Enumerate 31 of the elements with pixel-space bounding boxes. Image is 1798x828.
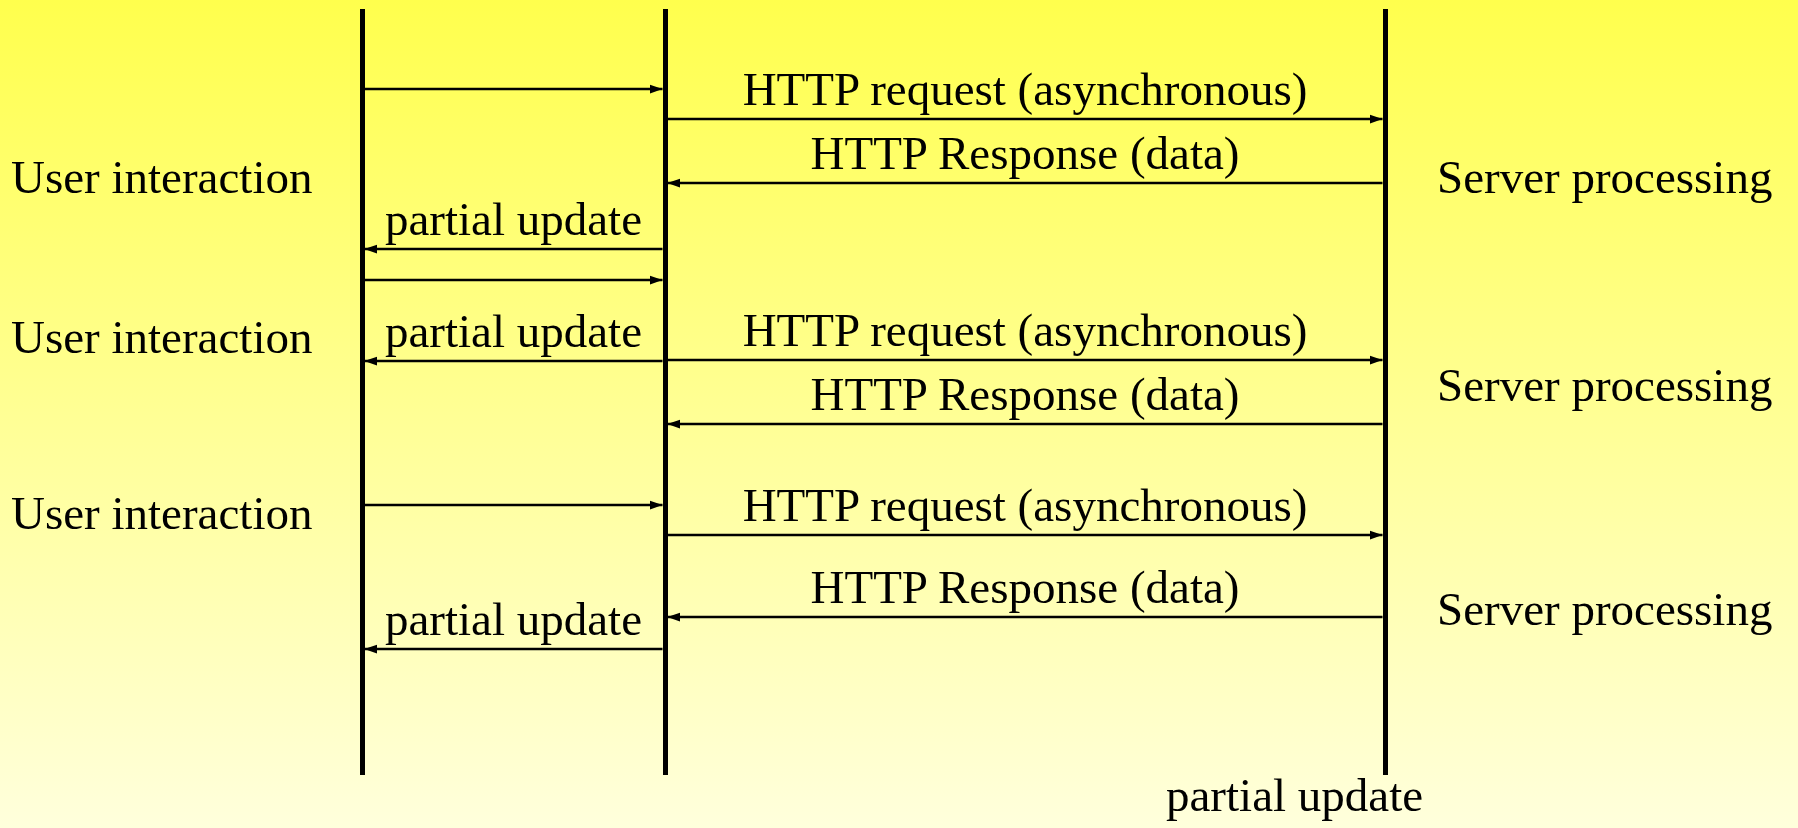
text-label: User interaction (11, 152, 313, 204)
lifeline-bar (359, 9, 365, 775)
text-label: partial update (1166, 770, 1424, 822)
edge-label: HTTP Response (data) (810, 369, 1240, 421)
edge-label: partial update (384, 194, 643, 246)
arrow (364, 500, 663, 510)
edge-label: HTTP request (asynchronous) (742, 64, 1308, 116)
edge-label: HTTP Response (data) (810, 562, 1240, 614)
arrow (667, 178, 1383, 188)
edge-label: partial update (384, 594, 643, 646)
arrow (667, 419, 1383, 429)
arrow (667, 355, 1383, 365)
arrow (364, 275, 663, 285)
arrow (364, 356, 663, 366)
arrow (364, 644, 663, 654)
arrow (667, 530, 1383, 540)
edge-label: partial update (384, 306, 643, 358)
arrow (667, 612, 1383, 622)
text-label: User interaction (11, 312, 313, 364)
text-label: Server processing (1437, 584, 1773, 636)
lifeline-bar (662, 9, 668, 775)
edge-label: HTTP Response (data) (810, 128, 1240, 180)
arrow (364, 84, 663, 94)
lifeline-bar (1382, 9, 1388, 775)
text-label: Server processing (1437, 152, 1773, 204)
arrow (667, 114, 1383, 124)
edge-label: HTTP request (asynchronous) (742, 480, 1308, 532)
arrow (364, 244, 663, 254)
edge-label: HTTP request (asynchronous) (742, 305, 1308, 357)
text-label: User interaction (11, 488, 313, 540)
text-label: Server processing (1437, 360, 1773, 412)
